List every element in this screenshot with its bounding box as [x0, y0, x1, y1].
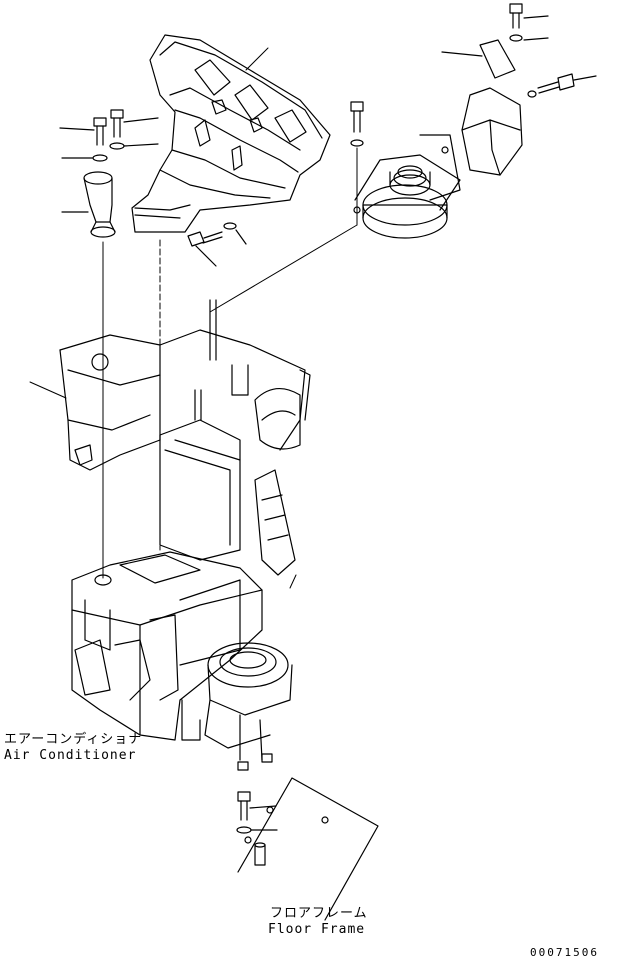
duct-bolts [60, 110, 158, 161]
mounting-frame [60, 300, 310, 575]
air-conditioner-unit [72, 552, 292, 770]
cover-bolts [510, 4, 596, 97]
duct-elbow [62, 172, 115, 237]
floor-frame-plate [237, 778, 378, 920]
blower-motor [354, 135, 460, 238]
assembly-leader-lines [30, 48, 357, 588]
air-duct [132, 35, 330, 232]
drawing-number: 00071506 [530, 946, 599, 959]
floor-frame-label-en: Floor Frame [268, 922, 366, 937]
motor-cover [442, 40, 522, 175]
floor-frame-label-jp: フロアフレーム [270, 906, 368, 921]
duct-bolt-lower [188, 223, 246, 266]
air-conditioner-label-en: Air Conditioner [4, 748, 137, 763]
motor-bolt [351, 102, 363, 146]
air-conditioner-label-jp: エアーコンディショナ [4, 732, 143, 747]
